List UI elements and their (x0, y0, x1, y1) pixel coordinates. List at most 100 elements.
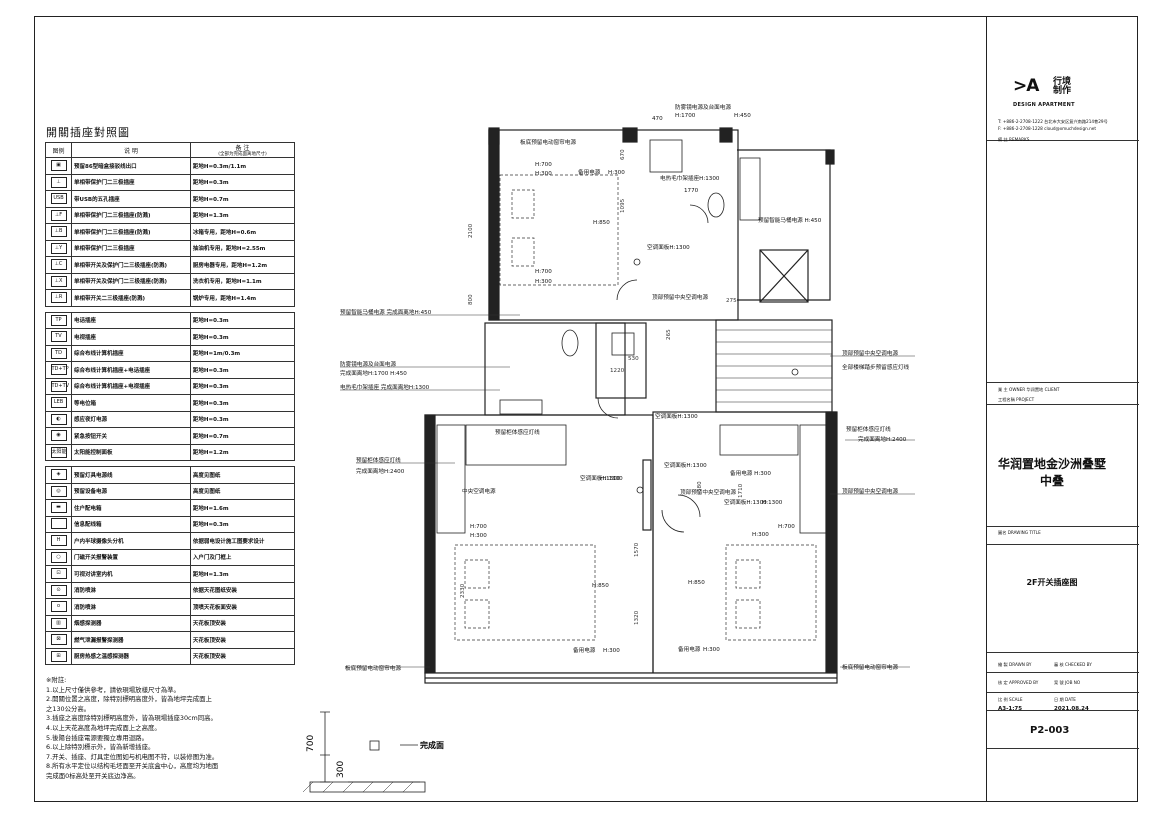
legend-gap (45, 305, 295, 313)
tb-scale: A3-1:75 (998, 706, 1023, 712)
legend-symbol-icon: 太阳能 (50, 446, 67, 458)
legend-header-symbol: 图例 (45, 142, 72, 158)
legend-header-row: 图例 说 明 备 注(全部为完成面离地尺寸) (45, 142, 296, 158)
legend-symbol-icon: ◈ (50, 469, 67, 481)
tb-divider (987, 404, 1139, 405)
legend-gap-cell (45, 305, 72, 313)
plan-label: 备用电源 H:300 (730, 469, 771, 477)
note-line: 2.開關位置之高度，除特別標明高度外，皆為地坪完成面上 (46, 695, 212, 704)
tb-checked: 審 核 CHECKED BY (1054, 662, 1092, 667)
legend-symbol-icon: ▥ (50, 617, 67, 629)
pillow-top-2 (511, 237, 535, 267)
switch-point (633, 258, 641, 266)
shower (649, 139, 683, 173)
legend-gap-cell (190, 460, 295, 467)
plan-furniture (454, 174, 817, 641)
plan-label: 预留智能马桶电源 H:450 (758, 216, 822, 224)
tb-project-label: 工程名稱 PROJECT (998, 397, 1035, 402)
section-dim-line (320, 711, 330, 783)
legend-symbol-icon: ⊥C (50, 259, 67, 271)
note-line: 之130公分高。 (46, 704, 91, 713)
legend-gap-cell (45, 460, 72, 467)
plan-label: H:300 (470, 533, 487, 539)
wall-bedroom-left (424, 414, 654, 674)
plan-label: 1770 (684, 188, 699, 194)
wall-right-thick (825, 411, 837, 674)
plan-label: 空调面板H:1300 (647, 243, 690, 251)
plan-label: H:700 (470, 524, 487, 530)
legend-symbol-icon: TP (50, 314, 67, 326)
legend-row: ▣预留86型暗盒接驳线出口距地H=0.3m/1.1m (45, 157, 296, 175)
plan-label: 板底预留电动窗帘电源 (345, 664, 401, 672)
plan-label: H:300 (603, 648, 620, 654)
legend-symbol-icon: ⊞ (50, 650, 67, 662)
drawing-number: P2-003 (1030, 725, 1070, 736)
legend-symbol: ⊥Y (45, 239, 72, 257)
plan-label: 空调面板H:1300 (655, 412, 698, 420)
tb-job: 案 號 JOB NO (1054, 680, 1081, 685)
vanity (499, 399, 543, 415)
legend-symbol-icon: TV (50, 331, 67, 343)
plan-label: 预留智能马桶电源 完成面离地H:450 (340, 308, 432, 316)
dim-label: 265 (666, 329, 672, 340)
wardrobe-left (436, 424, 466, 534)
tb-drawing-title-label: 圖名 DRAWING TITLE (998, 530, 1041, 535)
dim-label: 275 (726, 298, 737, 304)
legend-symbol-icon: ▬ (50, 502, 67, 514)
legend-symbol-icon: TD (50, 347, 67, 359)
legend-row: ⊙消防喷淋依据天花图纸安装 (45, 581, 296, 599)
elevator-cross (759, 249, 809, 303)
dim-label: 1570 (634, 542, 640, 557)
legend-header-note: 备 注(全部为完成面离地尺寸) (189, 142, 296, 158)
wall-bath-small (595, 322, 647, 399)
legend-symbol (45, 515, 72, 533)
wall-left-thick (424, 414, 436, 674)
legend-gap (45, 460, 295, 467)
legend-header-note-sub: (全部为完成面离地尺寸) (218, 152, 267, 157)
plan-label: 预留柜体感应灯线 (356, 456, 401, 464)
dim-label: 580 (697, 481, 703, 492)
notes-block: ※附註:1.以上尺寸僅供參考，請依現場放樣尺寸為準。2.開關位置之高度，除特別標… (46, 676, 218, 782)
column-tm (622, 127, 638, 143)
wardrobe-left-top (465, 424, 567, 466)
dim-label: 1320 (634, 610, 640, 625)
plan-label: 板底预留电动窗帘电源 (520, 138, 576, 146)
legend-header-note-label: 备 注 (235, 145, 250, 152)
dim-label: 1710 (738, 483, 744, 498)
dim-label: 800 (468, 294, 474, 305)
title-block (986, 16, 1139, 802)
note-line: ※附註: (46, 676, 67, 684)
tb-scale-label: 比 例 SCALE (998, 697, 1023, 702)
plan-label: H:300 (608, 170, 625, 176)
plan-label: H:700 (535, 269, 552, 275)
tb-divider (987, 382, 1139, 383)
plan-label: 板底预留电动窗帘电源 (842, 663, 898, 671)
plan-dimensions: 2100 800 1095 670 265 1220 530 275 2330 … (460, 149, 744, 625)
tb-divider (987, 140, 1139, 141)
legend-note: 距地H=0.3m (189, 361, 296, 379)
plan-label: 完成面离地H:2400 (356, 467, 405, 475)
plan-label: 顶部预留中央空调电源 (842, 349, 898, 357)
contact-fax: F: +886-2-2708-1228 cloud@xmuchdesign.ne… (998, 126, 1096, 131)
dim-label: 2100 (468, 223, 474, 238)
dim-label: 1220 (610, 368, 625, 374)
legend-symbol-icon: ⊥Y (50, 242, 67, 254)
plan-label: H:850 (592, 583, 609, 589)
section-dim-700: 700 (306, 735, 316, 752)
bed-left (454, 544, 596, 641)
dim-label: 670 (620, 149, 626, 160)
plan-label: 顶部预留中央空调电源 (842, 487, 898, 495)
wardrobe-right-top (719, 424, 799, 456)
shaft-duct (739, 157, 761, 221)
logo-mark: >A (1013, 76, 1039, 96)
section-label: 完成面 (420, 740, 444, 750)
plan-label: 全部楼梯踏步预留感应灯线 (842, 363, 910, 371)
plan-label: H:1700 (675, 113, 696, 119)
door-swing-5 (689, 204, 709, 224)
legend-symbol-icon: ⊠ (50, 634, 67, 646)
legend-symbol-icon: ○ (50, 551, 67, 563)
note-line: 7.开关、插座、灯具定位图如与机电图不符，以装修图为准。 (46, 752, 219, 761)
tb-divider (987, 710, 1139, 711)
